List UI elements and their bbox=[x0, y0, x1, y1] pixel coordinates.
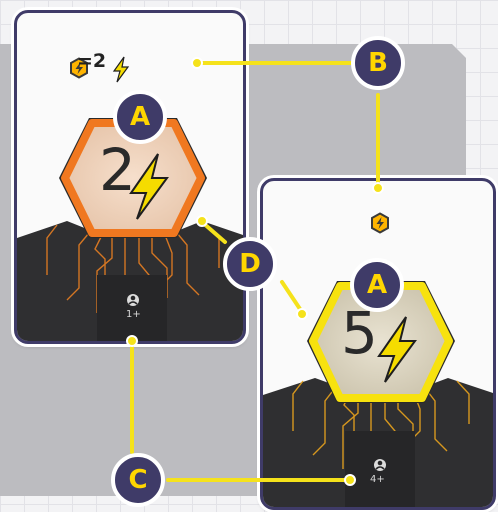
player-slot bbox=[97, 275, 167, 341]
callout-c bbox=[111, 453, 165, 507]
connector-d-lower bbox=[280, 280, 304, 314]
callout-d bbox=[223, 237, 277, 291]
energy-token-bolt bbox=[376, 217, 384, 229]
energy-hex-large bbox=[309, 282, 453, 402]
callout-a-large-label: A bbox=[366, 270, 388, 300]
callout-a-large bbox=[350, 258, 404, 312]
callout-c-label: C bbox=[128, 465, 148, 495]
energy-token-bolt bbox=[75, 62, 83, 74]
threat-card-large[interactable]: 5 4+ bbox=[260, 178, 496, 510]
threat-card-small[interactable]: =2 2 1+ bbox=[14, 10, 246, 344]
connector-dot bbox=[126, 335, 138, 347]
callout-a-small-label: A bbox=[129, 102, 151, 132]
card-large-art bbox=[263, 212, 493, 507]
callout-d-label: D bbox=[239, 249, 261, 279]
connector-dot bbox=[196, 215, 208, 227]
connector-dot bbox=[344, 474, 356, 486]
connector-dot bbox=[372, 182, 384, 194]
lightning-bolt-icon-large bbox=[377, 316, 417, 383]
connector-dot bbox=[296, 308, 308, 320]
connector-dot bbox=[191, 57, 203, 69]
energy-hex-small bbox=[61, 119, 205, 237]
callout-a-small bbox=[113, 90, 167, 144]
lightning-bolt-icon-large bbox=[129, 153, 169, 220]
callout-b-label: B bbox=[368, 48, 388, 78]
conversion-equals: =2 bbox=[77, 50, 107, 72]
energy-value-small: 2 bbox=[99, 136, 136, 204]
players-label-small: 1+ bbox=[126, 309, 141, 320]
players-label-large: 4+ bbox=[370, 474, 385, 485]
callout-b bbox=[351, 36, 405, 90]
lightning-bolt-icon bbox=[112, 56, 130, 83]
card-small-art bbox=[17, 56, 243, 341]
